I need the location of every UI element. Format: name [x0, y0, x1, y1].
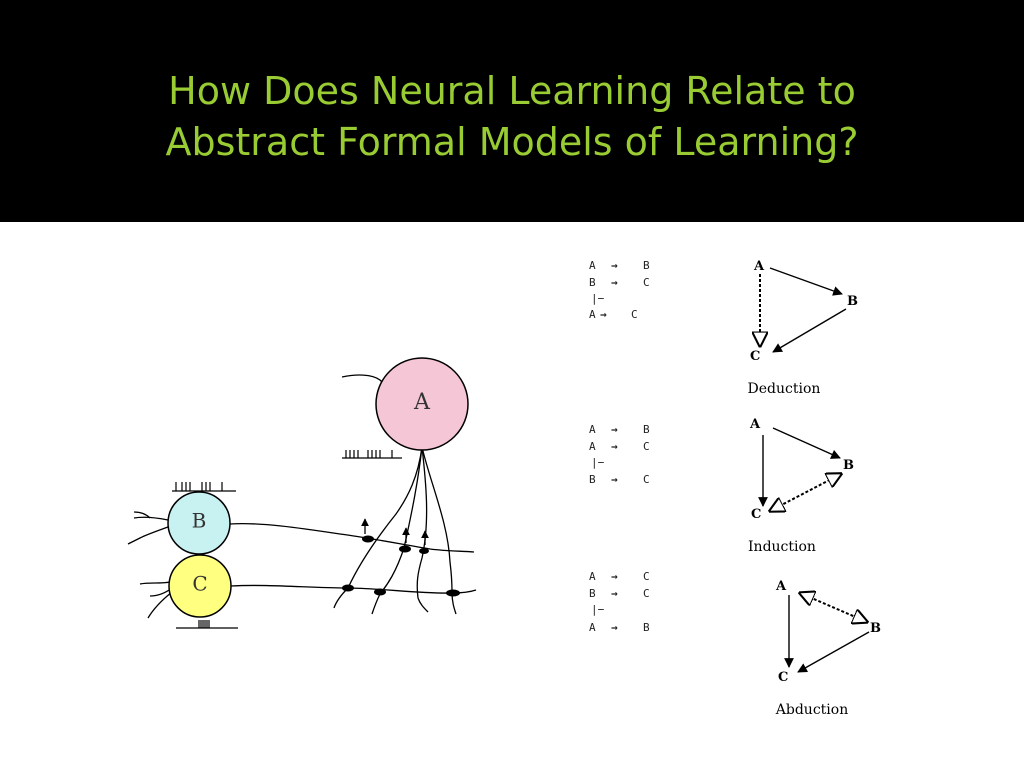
node-b: B: [870, 621, 881, 636]
node-a: A: [749, 417, 761, 432]
neuron-a-axon-2: [379, 446, 423, 595]
arrow-icon: →: [611, 473, 618, 486]
title-bar: [0, 0, 1024, 222]
edge-b-c: [772, 308, 847, 353]
conclusion-from: A: [589, 308, 596, 321]
premise-2-to: C: [643, 276, 650, 289]
edge-a-b-inferred: [800, 593, 867, 622]
turnstile-symbol: |−: [591, 456, 605, 469]
node-c: C: [751, 507, 761, 522]
node-b: B: [843, 458, 854, 473]
synapse-dot: [446, 589, 460, 597]
node-b: B: [847, 294, 858, 309]
synapse-dot: [362, 535, 374, 543]
neuron-c-label: C: [192, 572, 207, 596]
edge-a-b: [769, 267, 843, 296]
node-c: C: [778, 670, 788, 685]
premise-1-to: C: [643, 570, 650, 583]
premise-2-to: C: [643, 587, 650, 600]
neuron-c-dendrite-1: [139, 581, 171, 585]
synapse-dot: [374, 588, 386, 596]
conclusion-from: A: [589, 621, 596, 634]
neuron-b-dendrite-3: [133, 511, 151, 519]
node-a: A: [775, 579, 787, 594]
neuron-b: [167, 491, 231, 555]
title-line-2: Abstract Formal Models of Learning?: [165, 120, 859, 164]
premise-2-from: B: [589, 587, 596, 600]
conclusion-to: C: [631, 308, 638, 321]
premise-1-to: B: [643, 423, 650, 436]
synapse-dot: [342, 584, 354, 592]
arrow-icon: →: [600, 308, 607, 321]
premise-1-from: A: [589, 259, 596, 272]
conclusion-from: B: [589, 473, 596, 486]
turnstile-symbol: |−: [591, 603, 605, 616]
arrow-icon: →: [611, 276, 618, 289]
premise-2-from: B: [589, 276, 596, 289]
neuron-a-label: A: [413, 390, 431, 415]
premise-1-from: A: [589, 423, 596, 436]
deduction-triangle: A B C Deduction: [748, 259, 858, 397]
spike-train-b: [172, 482, 236, 492]
arrow-icon: →: [611, 259, 618, 272]
synapses: [342, 535, 460, 597]
arrow-icon: →: [611, 570, 618, 583]
neuron-a-axon-7: [417, 597, 429, 613]
conclusion-to: C: [643, 473, 650, 486]
spike-train-c: [176, 620, 238, 629]
neuron-c-axon: [229, 584, 477, 594]
rule-abduction: A → C B → C |− A → B: [589, 570, 650, 634]
synapse-dot: [399, 545, 411, 553]
conclusion-to: B: [643, 621, 650, 634]
neuron-a-axon-6: [371, 593, 381, 615]
neuron-b-label: B: [192, 509, 207, 533]
premise-1-from: A: [589, 570, 596, 583]
slide-body: A B C A → B B → C |− A → C A → B A → C |…: [127, 259, 881, 718]
slide-title: How Does Neural Learning Relate to Abstr…: [0, 66, 1024, 168]
synapse-arrows: [361, 518, 429, 545]
rule-induction: A → B A → C |− B → C: [589, 423, 650, 486]
rule-deduction: A → B B → C |− A → C: [589, 259, 650, 321]
edge-c-b-inferred: [770, 474, 841, 511]
premise-1-to: B: [643, 259, 650, 272]
abduction-triangle: A B C Abduction: [775, 579, 881, 718]
neuron-a-axon-4: [421, 446, 453, 593]
induction-triangle: A B C Induction: [748, 417, 854, 555]
abduction-label: Abduction: [775, 702, 848, 718]
premise-2-from: A: [589, 440, 596, 453]
neuron-b-axon: [229, 522, 475, 553]
arrow-icon: →: [611, 423, 618, 436]
title-line-1: How Does Neural Learning Relate to: [168, 69, 856, 113]
arrow-icon: →: [611, 440, 618, 453]
neuron-a-axon-1: [347, 446, 423, 589]
premise-2-to: C: [643, 440, 650, 453]
neuron-b-dendrite-2: [127, 526, 169, 545]
node-a: A: [753, 259, 765, 274]
neuron-c: [168, 554, 232, 618]
arrow-icon: →: [611, 587, 618, 600]
induction-label: Induction: [748, 539, 816, 555]
deduction-label: Deduction: [748, 381, 821, 397]
edge-a-b: [772, 427, 841, 459]
turnstile-symbol: |−: [591, 292, 605, 305]
neuron-a: [375, 357, 469, 451]
node-c: C: [750, 349, 760, 364]
arrow-icon: →: [611, 621, 618, 634]
edge-b-c: [797, 631, 870, 673]
neuron-b-dendrite-1: [133, 516, 169, 521]
synapse-dot: [419, 548, 429, 554]
spike-train-a: [342, 450, 402, 459]
